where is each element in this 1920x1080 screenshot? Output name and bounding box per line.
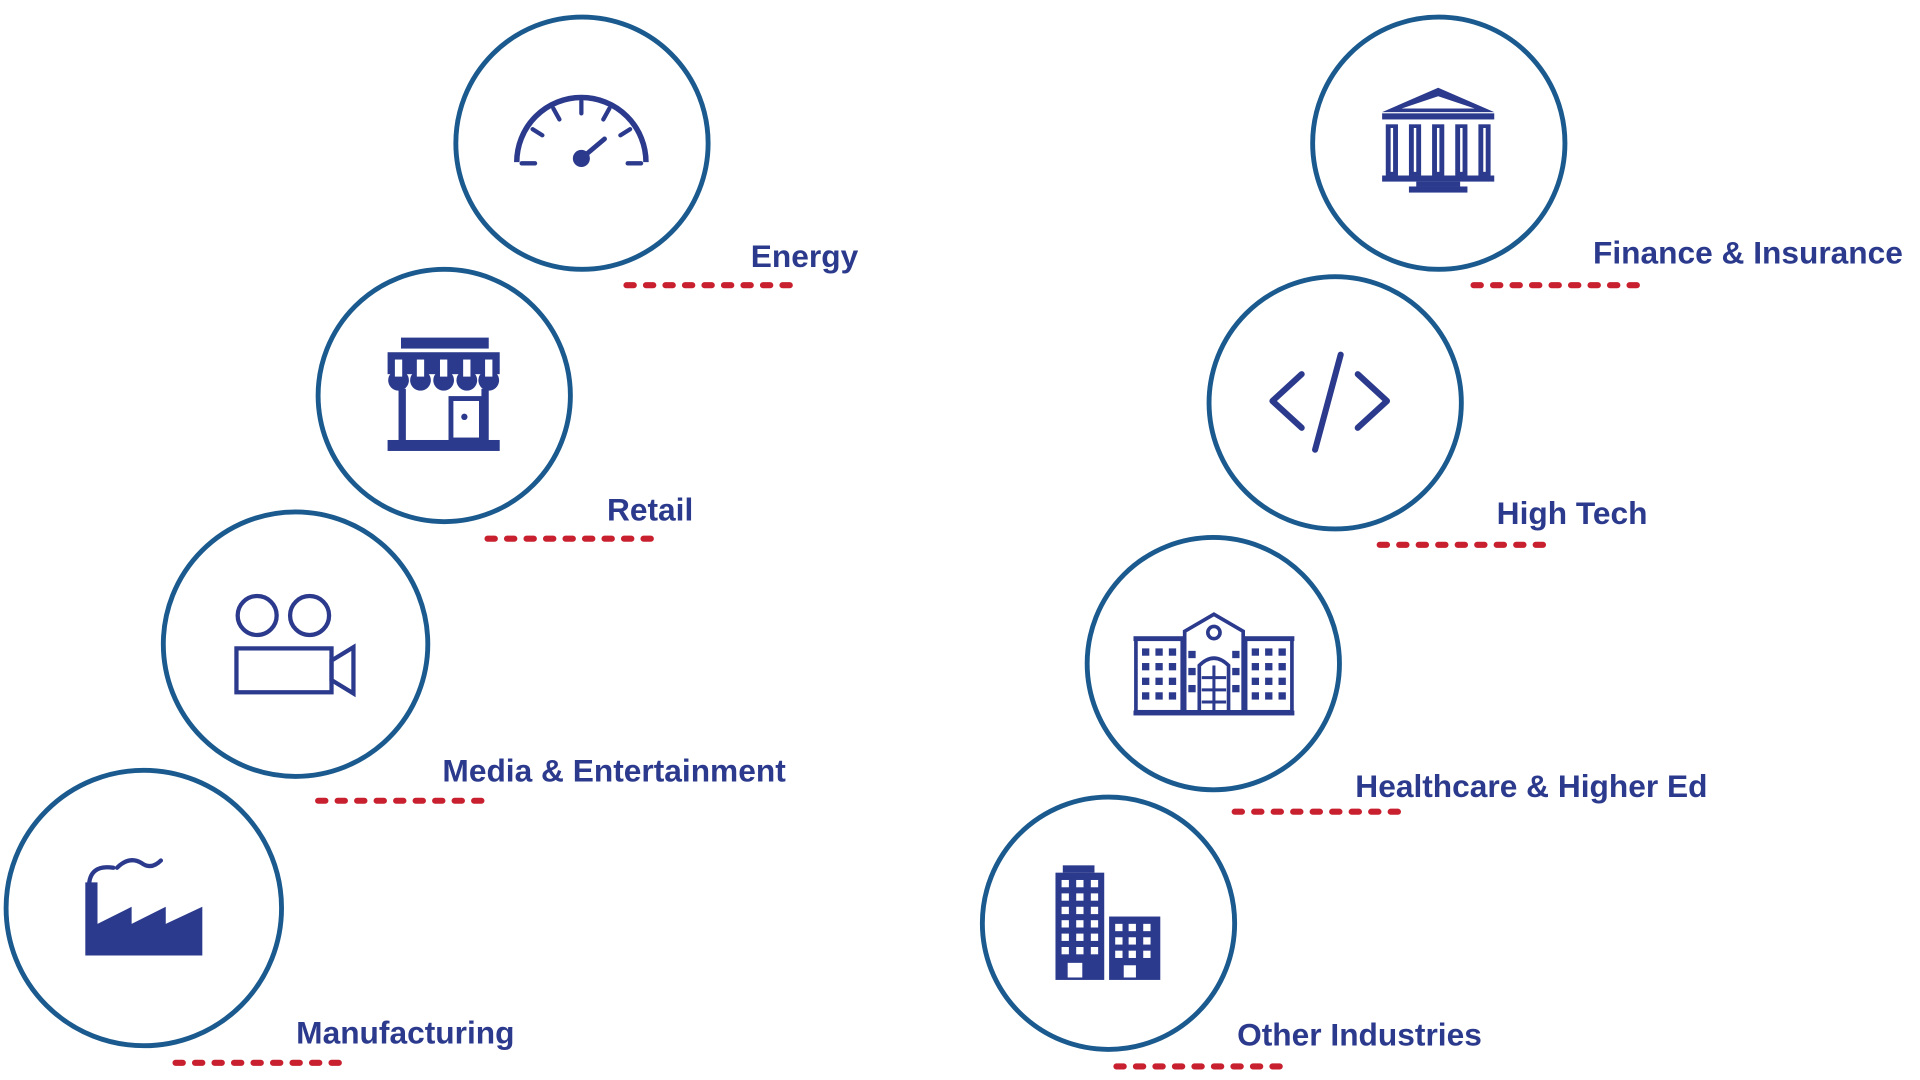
dotted-underline <box>315 797 495 804</box>
icon-circle <box>160 509 431 779</box>
dotted-underline <box>623 282 803 289</box>
hospital-building-icon <box>1133 612 1295 716</box>
icon-circle <box>315 266 573 525</box>
icon-circle <box>1206 274 1464 532</box>
industry-label: Manufacturing <box>296 1014 515 1051</box>
office-buildings-icon <box>1055 865 1161 980</box>
icon-circle <box>3 767 284 1049</box>
icon-circle <box>453 14 711 272</box>
industry-label: Finance & Insurance <box>1592 234 1903 271</box>
dotted-underline <box>172 1059 352 1066</box>
industry-label: Other Industries <box>1237 1016 1482 1054</box>
industry-label: Media & Entertainment <box>442 751 786 789</box>
industry-label: Energy <box>750 237 859 275</box>
industry-label: Healthcare & Higher Ed <box>1355 767 1708 805</box>
industry-label: Retail <box>606 491 694 528</box>
code-brackets-icon <box>1269 351 1391 453</box>
icon-circle <box>1084 535 1342 793</box>
dotted-underline <box>1113 1063 1293 1070</box>
dotted-underline <box>484 535 664 542</box>
icon-circle <box>979 794 1238 1052</box>
dotted-underline <box>1376 541 1556 548</box>
industry-label: High Tech <box>1496 494 1648 532</box>
factory-icon <box>85 858 203 956</box>
storefront-icon <box>387 337 500 451</box>
bank-building-icon <box>1382 87 1495 193</box>
speedometer-icon <box>514 94 649 167</box>
dotted-underline <box>1470 282 1650 289</box>
dotted-underline <box>1231 808 1411 815</box>
video-camera-icon <box>234 593 356 698</box>
